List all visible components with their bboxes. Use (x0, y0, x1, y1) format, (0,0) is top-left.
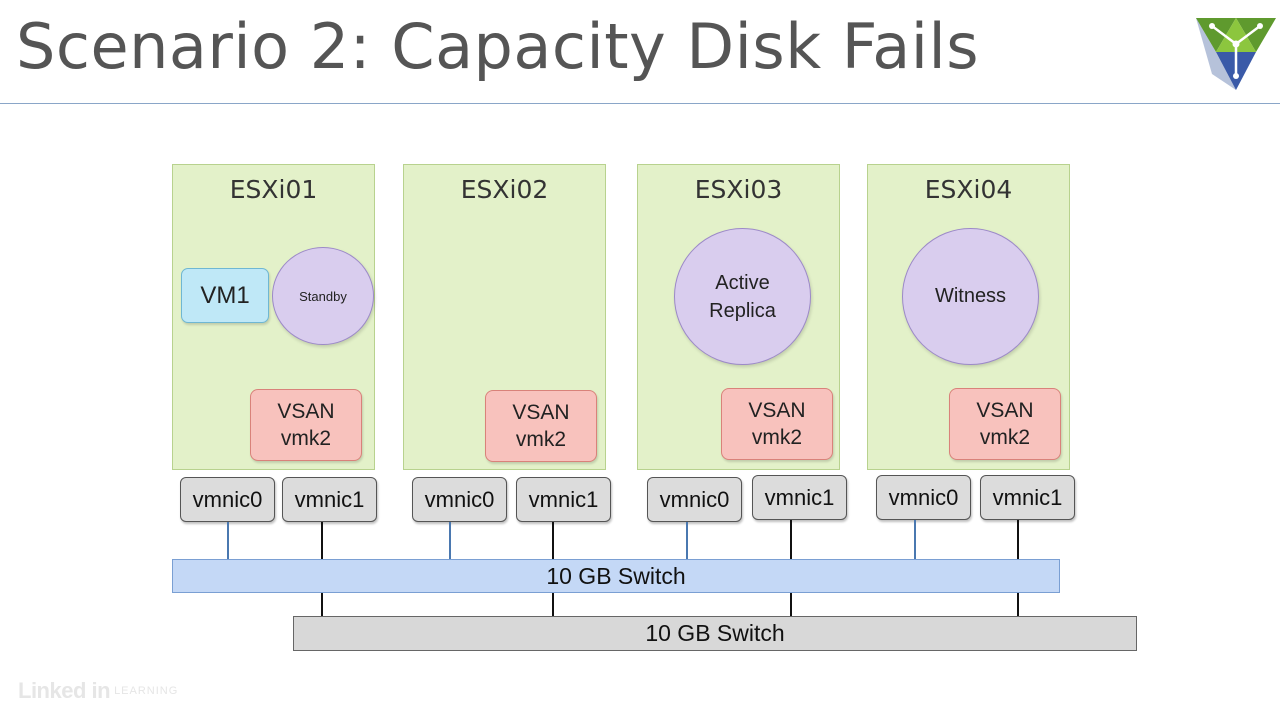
vmk-label-line1: VSAN (512, 401, 570, 424)
linkedin-logo: Linked in (18, 678, 111, 703)
vmnic1-link-esxi04-upper (1017, 520, 1019, 559)
switch-10gb-bottom: 10 GB Switch (293, 616, 1137, 651)
vmnic0-esxi02: vmnic0 (412, 477, 507, 522)
vmnic1-esxi03: vmnic1 (752, 475, 847, 520)
vmk-label-line2: vmk2 (751, 426, 803, 449)
vmk-label-line1: VSAN (976, 399, 1034, 422)
vmk-label-line2: vmk2 (280, 427, 332, 450)
vmnic1-esxi04: vmnic1 (980, 475, 1075, 520)
vsan-vmk2-esxi03: VSAN vmk2 (721, 388, 833, 460)
vmnic1-link-esxi02-upper (552, 522, 554, 559)
host-name: ESXi04 (924, 175, 1013, 204)
title-divider (0, 103, 1280, 104)
vm1-box: VM1 (181, 268, 269, 323)
active-replica: Active Replica (674, 228, 811, 365)
vmnic1-link-esxi03-upper (790, 520, 792, 559)
vmk-label-line1: VSAN (748, 399, 806, 422)
vmnic0-esxi01: vmnic0 (180, 477, 275, 522)
vmnic1-link-esxi03-lower (790, 593, 792, 616)
vmnic1-link-esxi04-lower (1017, 593, 1019, 616)
standby-replica: Standby (272, 247, 374, 345)
hexagon-logo-icon (1196, 18, 1276, 90)
learning-label: LEARNING (114, 685, 179, 697)
host-name: ESXi03 (694, 175, 783, 204)
vmnic1-esxi01: vmnic1 (282, 477, 377, 522)
vmnic0-link-esxi02 (449, 522, 451, 559)
vsan-vmk2-esxi01: VSAN vmk2 (250, 389, 362, 461)
vmnic0-link-esxi04 (914, 520, 916, 559)
vmk-label-line2: vmk2 (515, 428, 567, 451)
active-label-line1: Active (715, 271, 770, 294)
vmnic0-esxi04: vmnic0 (876, 475, 971, 520)
switch-10gb-top: 10 GB Switch (172, 559, 1060, 593)
vmk-label-line2: vmk2 (979, 426, 1031, 449)
slide-title: Scenario 2: Capacity Disk Fails (16, 10, 980, 83)
witness-label: Witness (934, 285, 1007, 307)
vmnic1-link-esxi01-upper (321, 522, 323, 559)
standby-label: Standby (299, 288, 347, 304)
vmnic0-link-esxi01 (227, 522, 229, 559)
vmnic1-link-esxi02-lower (552, 593, 554, 616)
vmnic1-esxi02: vmnic1 (516, 477, 611, 522)
linkedin-learning-watermark: Linked in LEARNING (18, 678, 178, 704)
vmk-label-line1: VSAN (277, 400, 335, 423)
vsan-vmk2-esxi02: VSAN vmk2 (485, 390, 597, 462)
vmnic0-esxi03: vmnic0 (647, 477, 742, 522)
active-label-line2: Replica (709, 299, 776, 322)
witness-component: Witness (902, 228, 1039, 365)
host-name: ESXi02 (460, 175, 549, 204)
vsan-vmk2-esxi04: VSAN vmk2 (949, 388, 1061, 460)
host-name: ESXi01 (229, 175, 318, 204)
vmnic1-link-esxi01-lower (321, 593, 323, 616)
vmnic0-link-esxi03 (686, 522, 688, 559)
